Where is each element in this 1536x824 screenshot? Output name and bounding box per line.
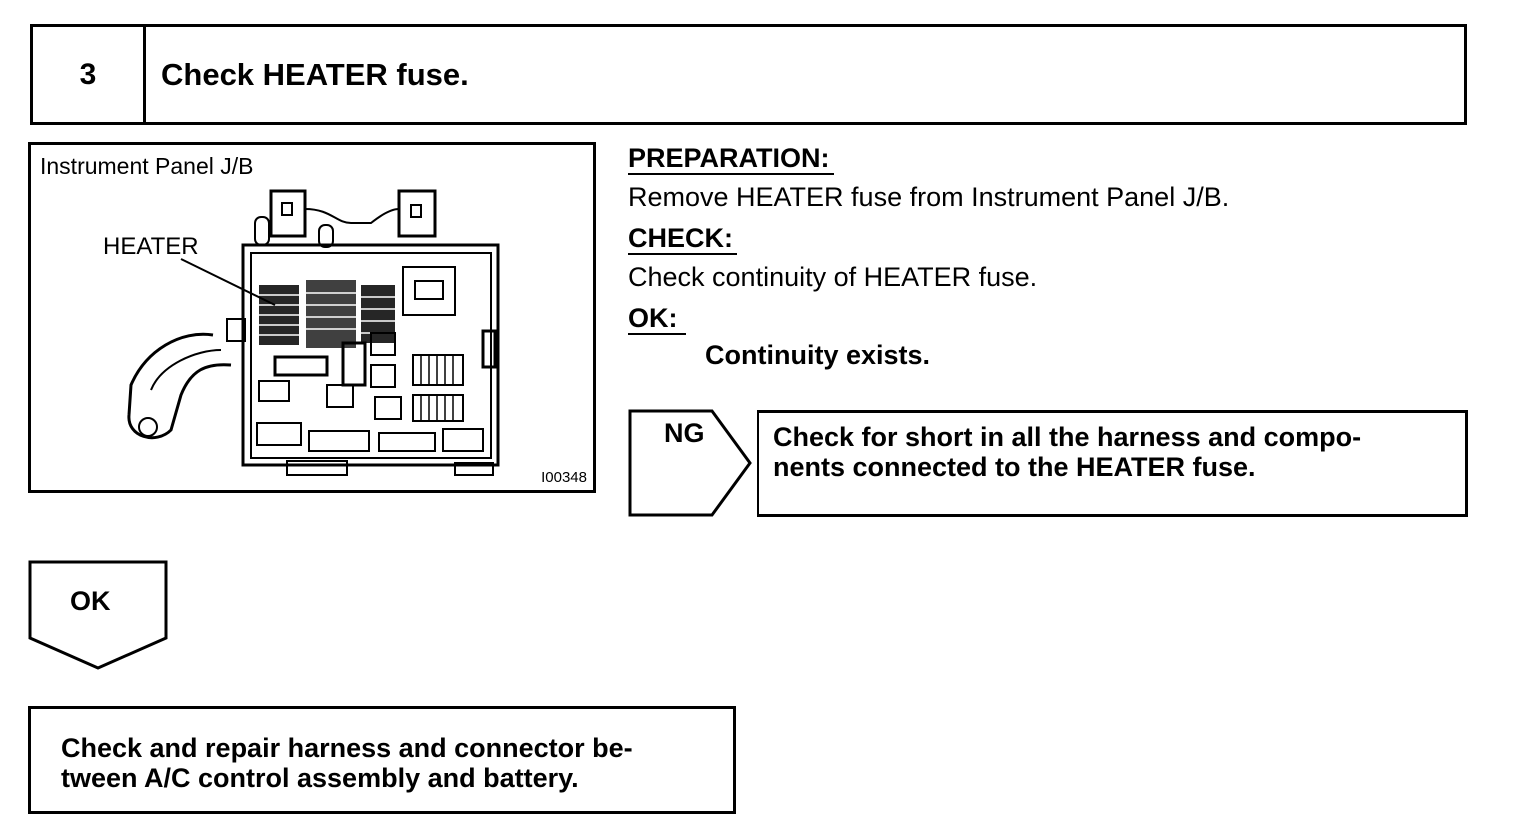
ok-result-box: Check and repair harness and connector b… <box>28 706 736 814</box>
ng-result-text: Check for short in all the harness and c… <box>773 422 1453 482</box>
ng-arrow-label: NG <box>664 418 705 448</box>
ok-result-line-1: Check and repair harness and connector b… <box>61 733 633 763</box>
figure-caption: Instrument Panel J/B <box>40 153 254 179</box>
ok-heading: OK: <box>628 303 686 335</box>
heater-fuse-label: HEATER <box>103 233 199 260</box>
ok-arrow <box>28 560 168 670</box>
ok-result-text: Check and repair harness and connector b… <box>61 733 713 793</box>
step-header: 3 Check HEATER fuse. <box>30 24 1467 125</box>
ng-result-line-2: nents connected to the HEATER fuse. <box>773 452 1256 482</box>
step-title: Check HEATER fuse. <box>161 56 469 92</box>
ok-criteria-text: Continuity exists. <box>705 340 931 370</box>
junction-block-figure: Instrument Panel J/B HEATER I00348 <box>28 142 596 493</box>
ng-arrow <box>628 409 752 517</box>
figure-code: I00348 <box>541 469 587 486</box>
ok-arrow-label: OK <box>70 586 111 616</box>
check-text: Check continuity of HEATER fuse. <box>628 262 1038 292</box>
ng-result-line-1: Check for short in all the harness and c… <box>773 422 1362 452</box>
check-heading: CHECK: <box>628 223 737 255</box>
ok-result-line-2: tween A/C control assembly and battery. <box>61 763 579 793</box>
preparation-heading: PREPARATION: <box>628 143 834 175</box>
junction-block-illustration <box>127 189 500 476</box>
step-number: 3 <box>33 27 146 122</box>
preparation-text: Remove HEATER fuse from Instrument Panel… <box>628 182 1230 212</box>
ng-result-box: Check for short in all the harness and c… <box>757 410 1468 517</box>
